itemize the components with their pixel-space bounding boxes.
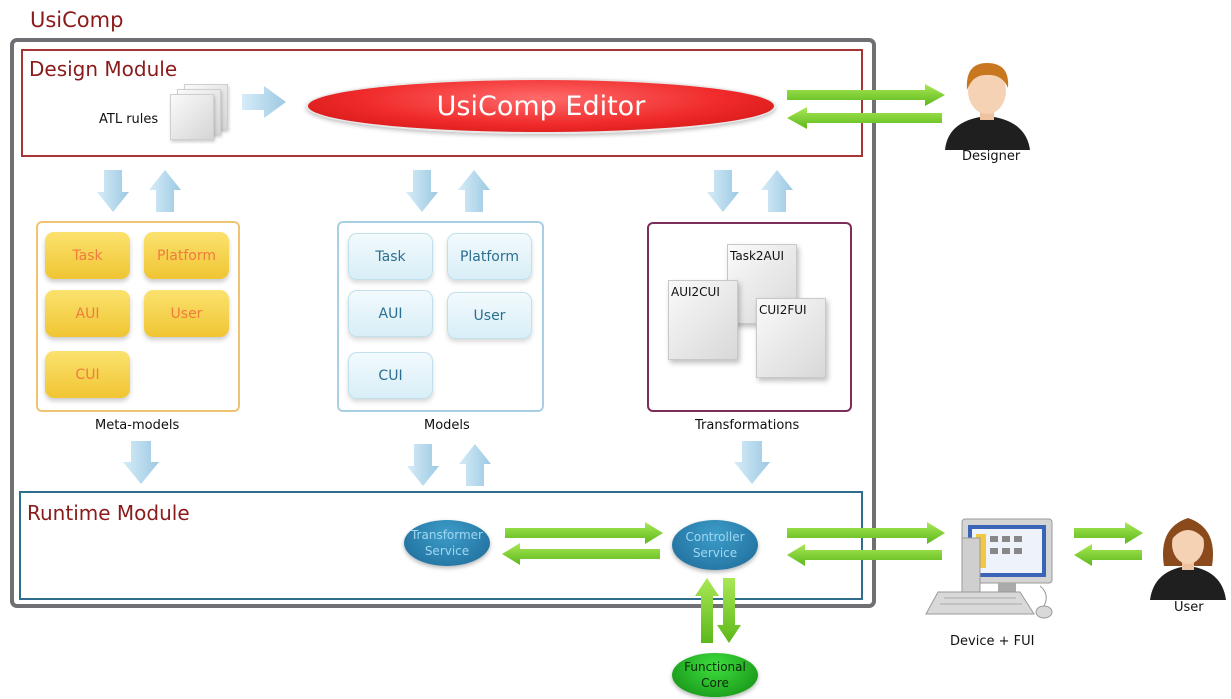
transformer-service-line1: Transformer [410, 527, 483, 542]
meta-model-user-label: User [170, 305, 203, 322]
models-caption: Models [424, 418, 470, 433]
model-aui-label: AUI [378, 305, 403, 322]
usicomp-frame [10, 38, 876, 608]
device-to-user-arrow [1074, 522, 1143, 544]
usicomp-editor-label: UsiComp Editor [436, 90, 646, 122]
model-platform-label: Platform [459, 248, 520, 265]
runtime-module-title: Runtime Module [27, 501, 190, 525]
usicomp-editor: UsiComp Editor [306, 78, 776, 134]
designer-label: Designer [962, 149, 1021, 164]
transformer-service-line2: Service [424, 544, 470, 558]
designer-person-icon [945, 63, 1030, 150]
transformation-aui2cui-label: AUI2CUI [671, 285, 720, 299]
transformation-cui2fui-label: CUI2FUI [759, 303, 807, 317]
transformation-doc-aui2cui: AUI2CUI [668, 280, 738, 360]
meta-model-platform: Platform [144, 232, 229, 279]
diagram-title: UsiComp [30, 8, 124, 32]
user-to-device-arrow [1074, 544, 1142, 566]
design-module-title: Design Module [29, 57, 178, 81]
controller-service-line2: Service [692, 546, 738, 560]
meta-model-aui-label: AUI [75, 305, 100, 322]
atl-rules-label: ATL rules [99, 112, 159, 127]
user-label: User [1174, 600, 1204, 615]
transformations-caption: Transformations [695, 418, 800, 433]
controller-service-line1: Controller [685, 529, 745, 544]
meta-models-caption: Meta-models [95, 418, 180, 433]
user-person-icon [1150, 518, 1226, 600]
meta-model-task-label: Task [72, 247, 103, 264]
meta-model-task: Task [45, 232, 130, 279]
meta-model-cui-label: CUI [75, 366, 100, 383]
computer-device-icon [925, 518, 1053, 619]
meta-model-cui: CUI [45, 351, 130, 398]
atl-rules-docs-icon [170, 84, 230, 140]
transformation-task2aui-label: Task2AUI [730, 249, 785, 263]
functional-core-line2: Core [701, 676, 729, 690]
model-user: User [447, 292, 532, 339]
meta-model-platform-label: Platform [156, 247, 217, 264]
model-cui-label: CUI [378, 367, 403, 384]
functional-core-line1: Functional [684, 659, 746, 674]
model-platform: Platform [447, 233, 532, 280]
model-user-label: User [473, 307, 506, 324]
meta-model-aui: AUI [45, 290, 130, 337]
model-aui: AUI [348, 290, 433, 337]
meta-model-user: User [144, 290, 229, 337]
model-task-label: Task [375, 248, 406, 265]
model-cui: CUI [348, 352, 433, 399]
model-task: Task [348, 233, 433, 280]
device-label: Device + FUI [950, 634, 1035, 649]
transformation-doc-cui2fui: CUI2FUI [756, 298, 826, 378]
